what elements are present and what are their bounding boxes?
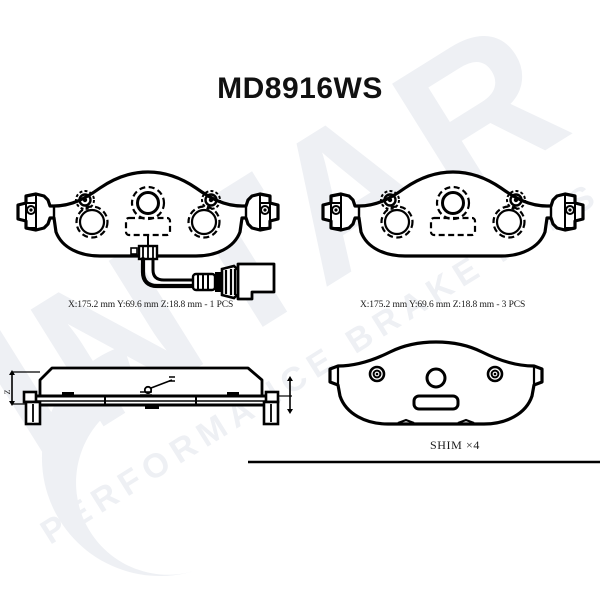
- side-profile-left-ear: [22, 390, 42, 426]
- side-profile-view: Z: [3, 366, 293, 426]
- side-profile-sensor-detail: [140, 376, 175, 396]
- page-title: MD8916WS: [217, 72, 383, 105]
- wear-sensor-cable-boot: [191, 272, 222, 292]
- pad-with-sensor-view: [16, 170, 280, 301]
- pad-plain-view: [321, 170, 585, 258]
- thickness-dimension-right: [278, 376, 293, 414]
- side-profile-right-ear: [262, 390, 280, 426]
- shim-label: SHIM ×4: [430, 438, 480, 452]
- wear-sensor-body: [130, 235, 159, 261]
- pad-with-sensor-dimensions: X:175.2 mm Y:69.6 mm Z:18.8 mm - 1 PCS: [68, 300, 234, 310]
- wear-sensor-connector: [220, 262, 276, 301]
- thickness-dimension-left: Z: [3, 370, 40, 406]
- shim-view: [328, 340, 544, 426]
- thickness-dimension-left-label: Z: [3, 389, 12, 394]
- pad-plain-dimensions: X:175.2 mm Y:69.6 mm Z:18.8 mm - 3 PCS: [360, 300, 526, 310]
